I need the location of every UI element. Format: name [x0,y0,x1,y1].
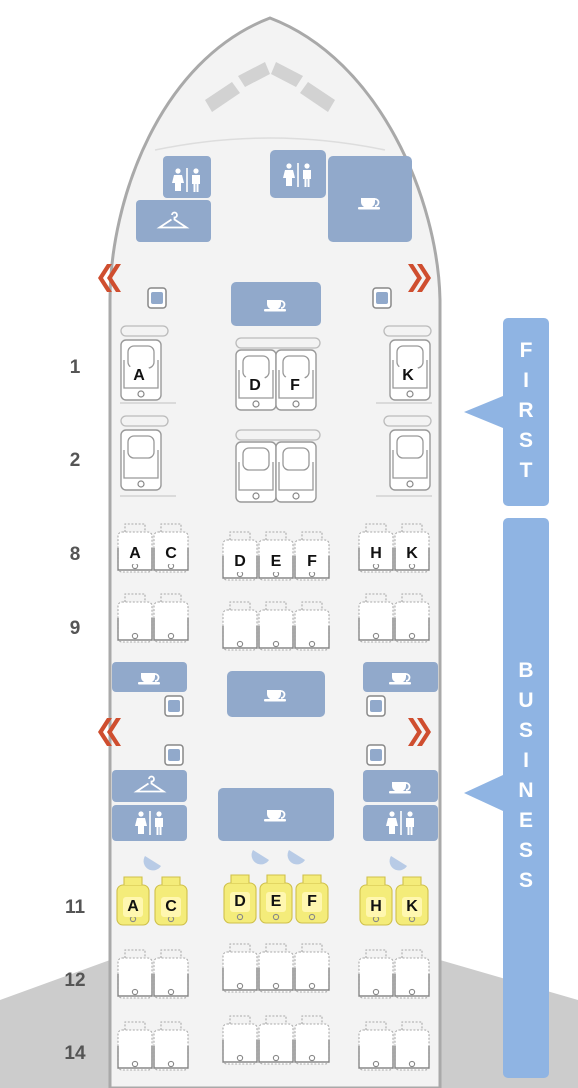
business-row-8 [117,523,430,581]
first-row-2 [120,415,432,503]
mid-left-closet [112,770,187,802]
mid-right-galley [363,662,438,692]
first-galley [231,282,321,326]
front-left-closet [136,200,211,242]
window-icon [164,695,184,717]
front-left-lavatory [163,156,211,198]
front-right-galley [328,156,412,242]
first-cabin-marker [464,318,549,506]
window-icon [372,287,392,309]
business-cabin-marker [464,518,549,1078]
lower-center-galley [218,788,334,841]
business-row-11 [116,874,429,926]
window-icon [366,695,386,717]
front-center-lavatory [270,150,326,198]
mid-left-lavatory [112,805,187,841]
window-icon [164,744,184,766]
mid-right-galley-2 [363,770,438,802]
window-icon [366,744,386,766]
left-wing [0,960,110,1088]
first-row-1 [120,325,432,411]
cockpit-windows [205,62,335,112]
business-row-9 [117,593,430,651]
mid-left-galley [112,662,187,692]
mid-right-lavatory [363,805,438,841]
window-icon [147,287,167,309]
mid-center-galley [227,671,325,717]
